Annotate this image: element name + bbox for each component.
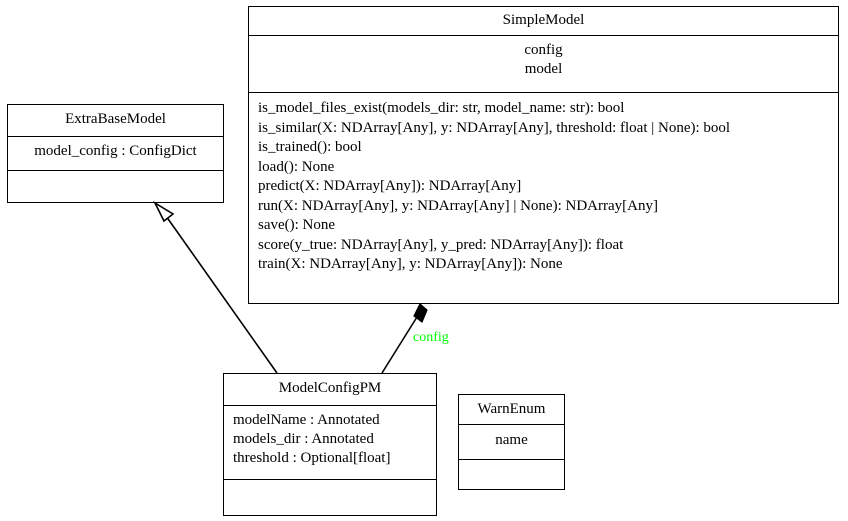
method-item: run(X: NDArray[Any], y: NDArray[Any] | N…	[258, 197, 658, 214]
method-item: score(y_true: NDArray[Any], y_pred: NDAr…	[258, 236, 624, 253]
composition-line	[381, 316, 418, 374]
class-header-model-config-pm: ModelConfigPM	[224, 374, 436, 406]
class-box-model-config-pm[interactable]: ModelConfigPM modelName : Annotated mode…	[223, 373, 437, 516]
class-methods-extra-base-model	[8, 171, 223, 202]
class-attributes-model-config-pm: modelName : Annotated models_dir : Annot…	[224, 406, 436, 480]
class-attributes-warn-enum: name	[459, 425, 564, 460]
composition-role-label: config	[413, 330, 449, 345]
class-methods-simple-model: is_model_files_exist(models_dir: str, mo…	[249, 93, 838, 303]
class-methods-warn-enum	[459, 460, 564, 489]
class-header-extra-base-model: ExtraBaseModel	[8, 105, 223, 137]
attribute-item: model_config : ConfigDict	[34, 143, 197, 159]
method-item: train(X: NDArray[Any], y: NDArray[Any]):…	[258, 256, 563, 272]
class-attributes-simple-model: config model	[249, 36, 838, 93]
method-item: predict(X: NDArray[Any]): NDArray[Any]	[258, 178, 522, 194]
class-box-extra-base-model[interactable]: ExtraBaseModel model_config : ConfigDict	[7, 104, 224, 203]
attribute-item: models_dir : Annotated	[233, 431, 374, 448]
class-name-simple-model: SimpleModel	[502, 12, 585, 28]
class-header-simple-model: SimpleModel	[249, 7, 838, 36]
class-attributes-extra-base-model: model_config : ConfigDict	[8, 137, 223, 171]
method-item: is_similar(X: NDArray[Any], y: NDArray[A…	[258, 119, 731, 136]
attribute-item: config	[524, 42, 563, 58]
inheritance-hollow-triangle-icon	[153, 200, 175, 223]
attribute-item: model	[524, 61, 563, 78]
class-box-simple-model[interactable]: SimpleModel config model is_model_files_…	[248, 6, 839, 304]
attribute-item: modelName : Annotated	[233, 412, 380, 428]
method-item: is_model_files_exist(models_dir: str, mo…	[258, 100, 625, 116]
method-item: save(): None	[258, 217, 336, 233]
class-name-extra-base-model: ExtraBaseModel	[65, 111, 166, 127]
class-name-model-config-pm: ModelConfigPM	[278, 380, 382, 396]
attribute-item: threshold : Optional[float]	[233, 450, 391, 467]
composition-filled-diamond-icon	[413, 303, 428, 323]
class-box-warn-enum[interactable]: WarnEnum name	[458, 394, 565, 490]
attribute-item: name	[495, 432, 528, 448]
method-item: load(): None	[258, 158, 335, 175]
method-item: is_trained(): bool	[258, 139, 362, 155]
class-name-warn-enum: WarnEnum	[477, 401, 546, 417]
class-header-warn-enum: WarnEnum	[459, 395, 564, 425]
class-methods-model-config-pm	[224, 480, 436, 515]
